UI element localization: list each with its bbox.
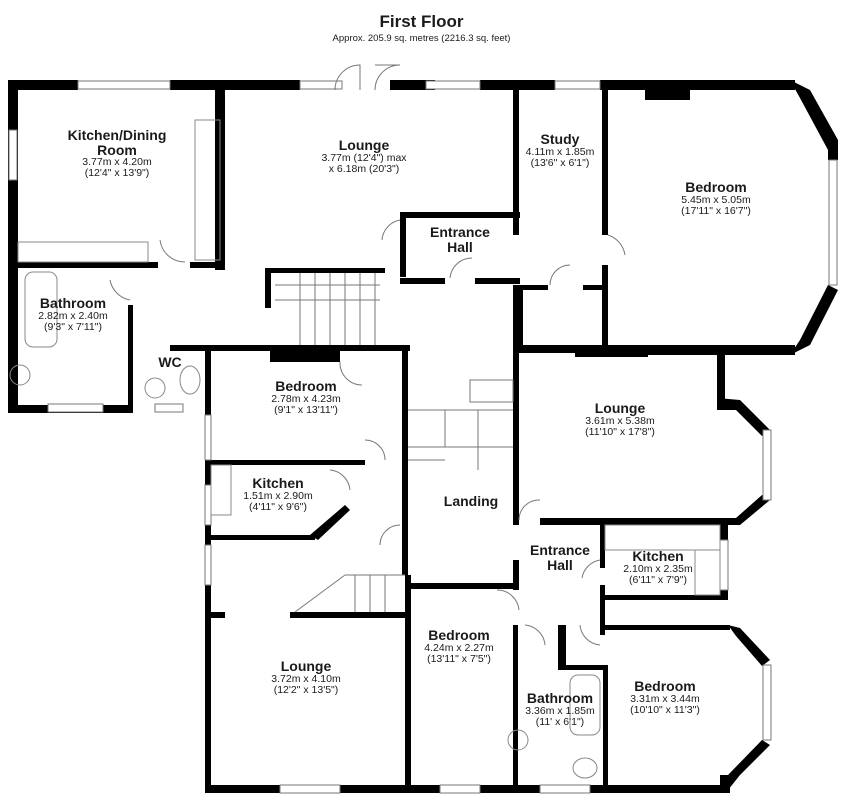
room-bedroom-top-right: Bedroom 5.45m x 5.05m (17'11" x 16'7") xyxy=(681,180,751,217)
room-metric: 3.36m x 1.85m xyxy=(525,704,595,717)
room-metric: 5.45m x 5.05m xyxy=(681,193,751,206)
room-landing: Landing xyxy=(444,494,498,509)
room-imperial: (13'11" x 7'5") xyxy=(427,652,491,665)
room-lounge-bottom-left: Lounge 3.72m x 4.10m (12'2" x 13'5") xyxy=(271,659,340,696)
room-name: Hall xyxy=(447,238,473,255)
room-kitchen-right: Kitchen 2.10m x 2.35m (6'11" x 7'9") xyxy=(623,549,692,586)
fixtures xyxy=(9,119,721,779)
room-imperial: (12'4" x 13'9") xyxy=(84,167,150,180)
room-metric: 3.31m x 3.44m xyxy=(630,692,700,705)
room-name: Study xyxy=(540,131,580,147)
room-name: Room xyxy=(97,141,137,158)
room-metric: 1.51m x 2.90m xyxy=(243,489,313,502)
floor-area: Approx. 205.9 sq. metres (2216.3 sq. fee… xyxy=(332,33,511,44)
room-kitchen-dining: Kitchen/Dining Room 3.77m x 4.20m (12'4"… xyxy=(68,128,167,179)
room-name: Kitchen xyxy=(252,475,304,491)
room-lounge-top: Lounge 3.77m (12'4") max x 6.18m (20'3") xyxy=(321,138,406,175)
room-imperial: (6'11" x 7'9") xyxy=(629,573,687,586)
room-metric: 3.72m x 4.10m xyxy=(271,672,341,685)
doors xyxy=(109,64,626,646)
stairs xyxy=(275,273,514,613)
room-name: Lounge xyxy=(280,658,332,674)
room-imperial: (9'3" x 7'11") xyxy=(44,320,102,333)
room-bedroom-bottom-right: Bedroom 3.31m x 3.44m (10'10" x 11'3") xyxy=(630,679,700,716)
room-name: Bedroom xyxy=(685,179,747,195)
room-imperial: (11' x 6'1") xyxy=(535,715,585,728)
room-name: Kitchen/Dining xyxy=(67,127,167,143)
room-metric: 3.77m (12'4") max xyxy=(321,151,407,164)
room-metric: 4.24m x 2.27m xyxy=(424,641,494,654)
room-metric: 2.10m x 2.35m xyxy=(623,562,693,575)
room-name: Bedroom xyxy=(428,627,490,643)
room-metric: 3.77m x 4.20m xyxy=(82,156,152,169)
room-imperial: (11'10" x 17'8") xyxy=(585,425,655,438)
room-entrance-hall-bottom: Entrance Hall xyxy=(530,543,590,572)
room-imperial: (9'1" x 13'11") xyxy=(274,403,338,416)
room-metric: 3.61m x 5.38m xyxy=(585,414,655,427)
room-name: WC xyxy=(158,354,182,370)
room-name: Bedroom xyxy=(275,378,337,394)
room-bedroom-bottom-middle: Bedroom 4.24m x 2.27m (13'11" x 7'5") xyxy=(424,628,493,665)
room-name: Lounge xyxy=(594,400,646,416)
room-name: Kitchen xyxy=(632,548,684,564)
room-metric: 4.11m x 1.85m xyxy=(525,145,595,158)
room-imperial: (13'6" x 6'1") xyxy=(530,156,590,169)
room-name: Entrance xyxy=(530,542,590,558)
room-name: Entrance xyxy=(430,224,490,240)
room-study: Study 4.11m x 1.85m (13'6" x 6'1") xyxy=(526,132,595,169)
room-imperial: (17'11" x 16'7") xyxy=(681,204,751,217)
room-name: Bedroom xyxy=(634,678,696,694)
room-name: Bathroom xyxy=(39,295,107,311)
room-imperial: x 6.18m (20'3") xyxy=(328,162,400,175)
room-imperial: (4'11" x 9'6") xyxy=(249,500,307,513)
room-bathroom-left: Bathroom 2.82m x 2.40m (9'3" x 7'11") xyxy=(38,296,107,333)
room-imperial: (12'2" x 13'5") xyxy=(273,683,339,696)
chimney-breasts xyxy=(645,88,690,100)
room-kitchen-left: Kitchen 1.51m x 2.90m (4'11" x 9'6") xyxy=(243,476,312,513)
room-metric: 2.82m x 2.40m xyxy=(38,309,108,322)
floor-title: First Floor xyxy=(379,12,464,31)
room-bathroom-bottom: Bathroom 3.36m x 1.85m (11' x 6'1") xyxy=(525,691,594,728)
room-imperial: (10'10" x 11'3") xyxy=(630,703,700,716)
room-name: Hall xyxy=(547,556,573,573)
room-name: Landing xyxy=(443,493,499,509)
room-name: Lounge xyxy=(338,137,390,153)
room-metric: 2.78m x 4.23m xyxy=(271,392,341,405)
room-entrance-hall-top: Entrance Hall xyxy=(430,225,490,254)
room-lounge-middle-right: Lounge 3.61m x 5.38m (11'10" x 17'8") xyxy=(585,401,655,438)
room-name: Bathroom xyxy=(526,690,594,706)
windows xyxy=(8,80,838,794)
room-bedroom-middle-left: Bedroom 2.78m x 4.23m (9'1" x 13'11") xyxy=(271,379,340,416)
room-wc: WC xyxy=(158,355,181,370)
